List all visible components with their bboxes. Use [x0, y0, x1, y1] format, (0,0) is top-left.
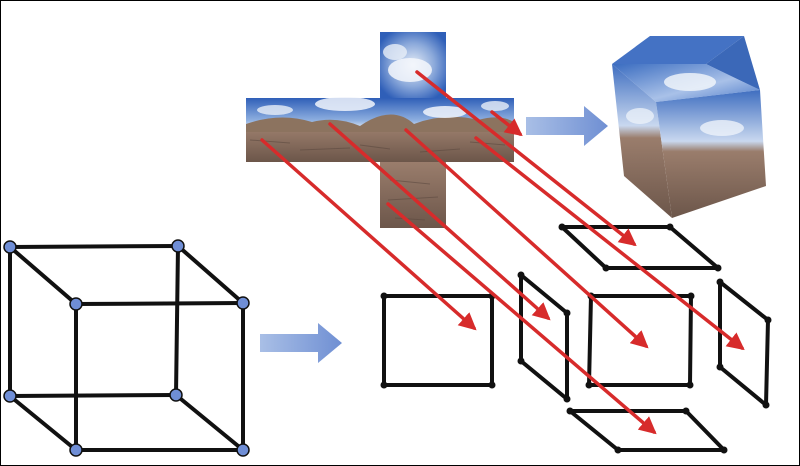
face-bottom [568, 409, 726, 452]
mapping-arrow-back [404, 128, 649, 349]
cloud [315, 97, 375, 111]
mapping-arrow-top [415, 70, 637, 247]
cloud [481, 101, 509, 111]
cube-map-net [246, 32, 514, 228]
textured-cube [612, 36, 766, 218]
mapping-arrow-strip [490, 110, 523, 137]
cube-edge [174, 244, 180, 397]
cube-edge [8, 393, 178, 398]
flow-arrow-net-to-cube [526, 106, 608, 146]
cube-vertex [69, 297, 83, 311]
cube-vertex [236, 443, 250, 457]
cloud [257, 105, 293, 115]
net-strip-ground [246, 128, 514, 162]
mapping-arrows [260, 70, 745, 435]
cube-top-back [612, 36, 744, 64]
separated-faces [382, 225, 770, 452]
cube-face-right [656, 90, 766, 218]
face-top [560, 225, 720, 270]
cube-vertex [236, 296, 250, 310]
cube-vertex [169, 388, 183, 402]
mapping-arrow-bottom [386, 202, 657, 435]
cube-edge [74, 301, 245, 306]
cloud [664, 73, 716, 91]
wireframe-vertices [3, 239, 250, 457]
face-right [718, 280, 770, 407]
mapping-arrow-right [474, 136, 745, 351]
cube-face-back [706, 36, 760, 90]
mapping-arrow-front [260, 138, 477, 331]
wireframe-cube [8, 244, 245, 452]
cube-edge [174, 393, 245, 452]
cube-vertex [171, 239, 185, 253]
cloud [423, 106, 467, 118]
cloud [383, 44, 407, 60]
cloud [700, 120, 744, 136]
cube-vertex [3, 389, 17, 403]
flow-arrow-wireframe-to-faces [260, 323, 342, 363]
cube-edge [8, 394, 78, 452]
cube-vertex [3, 240, 17, 254]
cube-face-left [612, 64, 672, 218]
cube-edge [8, 244, 180, 249]
cube-edge [176, 244, 245, 305]
net-horizon-hills [246, 114, 514, 132]
mapping-arrow-left [328, 122, 551, 321]
cube-vertex [69, 443, 83, 457]
cube-edge [8, 245, 78, 306]
face-front [382, 294, 494, 387]
face-corner-dots [380, 223, 772, 454]
cloud [626, 108, 654, 124]
